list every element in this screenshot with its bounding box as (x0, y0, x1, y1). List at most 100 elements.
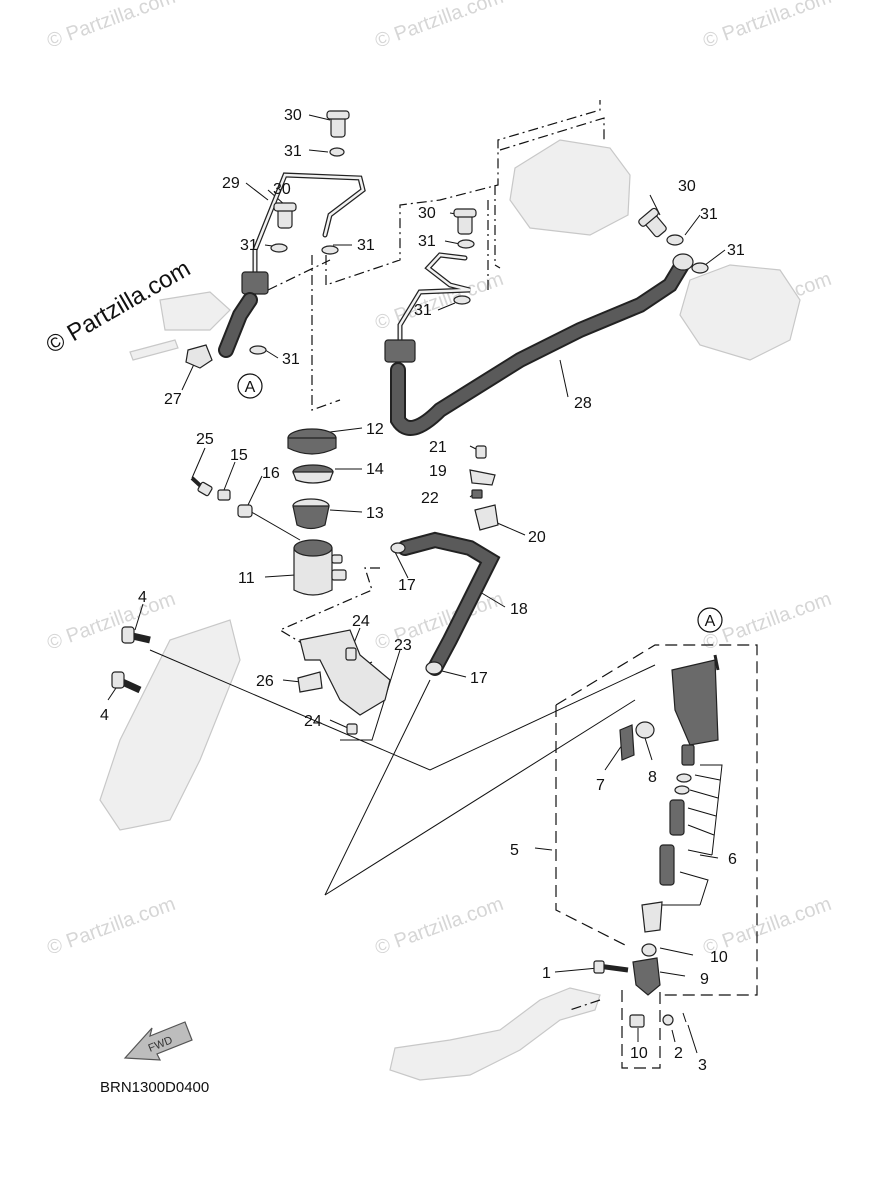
callout-24: 24 (352, 613, 370, 630)
bolt-4 (121, 626, 151, 644)
joint-ghost (159, 291, 231, 331)
callout-24: 24 (304, 713, 322, 730)
bolt-4 (111, 671, 142, 694)
callout-11: 11 (238, 570, 255, 587)
watermark-text: © Partzilla.com (44, 893, 178, 960)
callout-6: 6 (728, 851, 737, 868)
callout-16: 16 (262, 465, 280, 482)
callout-10: 10 (710, 949, 728, 966)
gasket-31 (329, 147, 345, 157)
grommet-16 (237, 504, 253, 518)
banjo-fitting (672, 253, 694, 271)
callout-31: 31 (282, 351, 300, 368)
callout-31: 31 (700, 206, 718, 223)
reference-label: A (245, 379, 256, 396)
callout-30: 30 (273, 181, 291, 198)
union-bolt-30 (453, 208, 477, 235)
watermark-text: © Partzilla.com (372, 893, 506, 960)
bracket-23 (299, 629, 391, 716)
hose-joint (241, 271, 269, 295)
clip-17 (390, 542, 406, 554)
callout-1: 1 (542, 965, 551, 982)
leader-lines (107, 114, 726, 1054)
watermark-text: © Partzilla.com (700, 0, 834, 53)
callout-13: 13 (366, 505, 384, 522)
parts (111, 110, 720, 1028)
callout-31: 31 (727, 242, 745, 259)
callout-30: 30 (284, 107, 302, 124)
boot-10 (641, 943, 657, 957)
clamp-27 (185, 344, 213, 369)
reservoir-11 (293, 539, 347, 596)
callout-7: 7 (596, 777, 605, 794)
callout-27: 27 (164, 391, 182, 408)
callout-30: 30 (418, 205, 436, 222)
reference-label: A (705, 613, 716, 630)
callout-20: 20 (528, 529, 546, 546)
callout-15: 15 (230, 447, 248, 464)
piston-kit-6 (641, 744, 695, 933)
brake-pedal-ghost (389, 987, 601, 1081)
bolt-1 (593, 960, 629, 974)
union-bolt-30 (638, 207, 667, 238)
callout-14: 14 (366, 461, 384, 478)
callout-12: 12 (366, 421, 384, 438)
gasket-31 (691, 262, 709, 274)
collar-15 (217, 489, 231, 501)
bolt-21 (475, 445, 487, 459)
nut-22 (471, 489, 483, 499)
master-cylinder-body (671, 654, 720, 746)
gasket-31 (270, 243, 288, 253)
fwd-arrow-icon (123, 1021, 193, 1061)
bolt-25 (190, 476, 213, 497)
washer-2 (662, 1014, 674, 1026)
union-bolt-30 (326, 110, 350, 138)
callout-8: 8 (648, 769, 657, 786)
callout-31: 31 (414, 302, 432, 319)
callout-22: 22 (421, 490, 439, 507)
gasket-31 (249, 345, 267, 355)
holder-19 (469, 469, 496, 486)
callout-28: 28 (574, 395, 592, 412)
watermark-text: © Partzilla.com (372, 0, 506, 53)
callout-31: 31 (284, 143, 302, 160)
bolt-ghost (129, 339, 179, 361)
callout-31: 31 (240, 237, 258, 254)
gasket-31 (321, 245, 339, 255)
assembly-lines (149, 100, 758, 1069)
bolt-24 (345, 647, 357, 661)
callout-4: 4 (100, 707, 109, 724)
clevis-9 (632, 957, 661, 996)
callout-4: 4 (138, 589, 147, 606)
gasket-31 (457, 239, 475, 249)
watermark-text: © Partzilla.com (44, 588, 178, 655)
gasket-31 (666, 234, 684, 246)
callout-26: 26 (256, 673, 274, 690)
callout-18: 18 (510, 601, 528, 618)
hose-joint-7 (619, 724, 635, 761)
nut-8 (635, 721, 655, 739)
pin-3 (682, 1012, 687, 1023)
callout-3: 3 (698, 1057, 707, 1074)
watermark-text: © Partzilla.com (44, 0, 178, 53)
callout-31: 31 (418, 233, 436, 250)
left-bracket-ghost (99, 619, 241, 831)
clamp-20 (474, 504, 499, 531)
callout-17: 17 (398, 577, 416, 594)
nut-10 (629, 1014, 645, 1028)
gasket-31 (453, 295, 471, 305)
callout-9: 9 (700, 971, 709, 988)
caliper-ghost (679, 264, 801, 361)
callout-23: 23 (394, 637, 412, 654)
clip-17 (425, 661, 443, 675)
callout-5: 5 (510, 842, 519, 859)
forward-arrow: FWD (123, 1021, 193, 1061)
plate-26 (297, 671, 323, 693)
union-bolt-30 (273, 202, 297, 229)
bolt-24 (346, 723, 358, 735)
diagram-code: BRN1300D0400 (100, 1079, 209, 1096)
abs-unit-ghost (509, 139, 631, 236)
callout-31: 31 (357, 237, 375, 254)
ghost-components (99, 139, 801, 1081)
